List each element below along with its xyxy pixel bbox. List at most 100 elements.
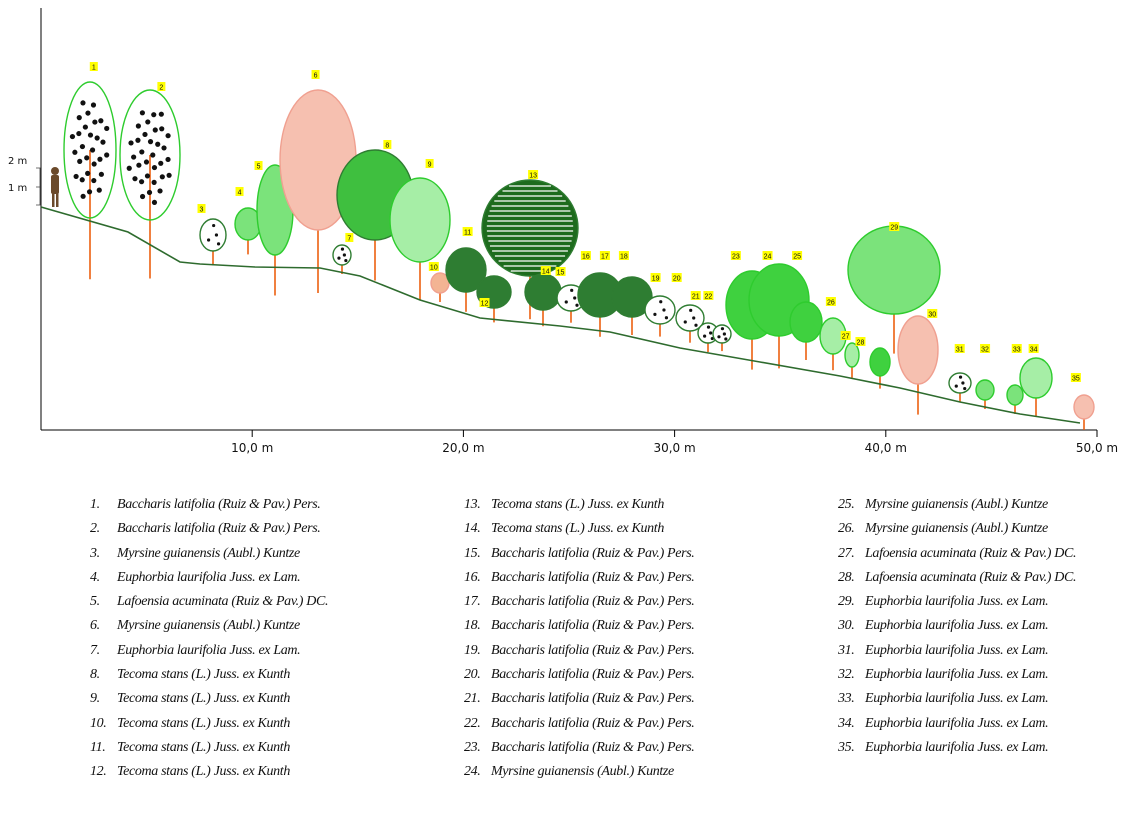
height-scale: 2 m 1 m <box>8 156 41 206</box>
legend-item-species: Tecoma stans (L.) Juss. ex Kunth <box>117 715 291 731</box>
plant-tag-number: 32 <box>981 347 989 354</box>
plant-tag-box <box>383 140 392 149</box>
legend-item-species: Baccharis latifolia (Ruiz & Pav.) Pers. <box>491 642 695 658</box>
plant-tag-number: 4 <box>238 190 242 197</box>
legend-item-species: Euphorbia laurifolia Juss. ex Lam. <box>865 642 1049 658</box>
plant-3-drawing <box>199 218 227 266</box>
legend-item-species: Baccharis latifolia (Ruiz & Pav.) Pers. <box>491 715 695 731</box>
legend-item-number: 31. <box>838 642 855 658</box>
legend-item-species: Euphorbia laurifolia Juss. ex Lam. <box>865 594 1049 610</box>
plant-tag-number: 13 <box>529 173 537 180</box>
legend-item: 11.Tecoma stans (L.) Juss. ex Kunth <box>90 736 328 760</box>
legend-item-number: 15. <box>464 545 481 561</box>
plant-tag-box <box>555 267 566 276</box>
plant-tag-box <box>428 262 439 271</box>
legend-item: 31. Euphorbia laurifolia Juss. ex Lam. <box>838 639 1076 663</box>
plant-tag-box <box>89 62 98 71</box>
legend-item-number: 28. <box>838 569 855 585</box>
plant-tag-box <box>954 344 965 353</box>
plant-tag-number: 23 <box>732 254 740 261</box>
legend-item: 26.Myrsine guianensis (Aubl.) Kuntze <box>838 517 1076 541</box>
plant-tag-number: 15 <box>557 270 565 277</box>
legend-item-number: 20. <box>464 667 481 683</box>
legend-item: 15.Baccharis latifolia (Ruiz & Pav.) Per… <box>464 542 695 566</box>
plant-tag-number: 29 <box>890 225 898 232</box>
plant-tag-number: 19 <box>652 276 660 283</box>
legend-item-species: Euphorbia laurifolia Juss. ex Lam. <box>865 667 1049 683</box>
plant-32-drawing <box>1006 384 1024 414</box>
legend-item: 21.Baccharis latifolia (Ruiz & Pav.) Per… <box>464 687 695 711</box>
legend-item-number: 7. <box>90 642 100 658</box>
plant-tag-number: 17 <box>601 254 609 261</box>
legend-item: 6.Myrsine guianensis (Aubl.) Kuntze <box>90 614 328 638</box>
plant-tag-box <box>311 70 320 79</box>
plant-tag-number: 30 <box>928 312 936 319</box>
legend-item-species: Baccharis latifolia (Ruiz & Pav.) Pers. <box>491 691 695 707</box>
plant-tag-number: 7 <box>347 236 351 243</box>
legend-item-species: Baccharis latifolia (Ruiz & Pav.) Pers. <box>491 594 695 610</box>
legend-item-number: 2. <box>90 521 100 537</box>
plant-tag-box <box>980 344 991 353</box>
legend-item-number: 19. <box>464 642 481 658</box>
plant-9-drawing <box>389 177 451 300</box>
legend-item-number: 6. <box>90 618 100 634</box>
plant-tag-number: 25 <box>793 254 801 261</box>
plant-20-drawing <box>697 322 719 352</box>
legend-item-species: Euphorbia laurifolia Juss. ex Lam. <box>865 691 1049 707</box>
legend-item-species: Tecoma stans (L.) Juss. ex Kunth <box>117 691 291 707</box>
legend-column-1: 1. Baccharis latifolia (Ruiz & Pav.) Pers… <box>90 493 329 785</box>
legend-item-species: Baccharis latifolia (Ruiz & Pav.) Pers. <box>117 521 321 537</box>
human-scale-figure <box>51 167 59 207</box>
legend-item: 1.Baccharis latifolia (Ruiz & Pav.) Pers… <box>90 493 328 517</box>
plant-tag-box <box>1028 344 1039 353</box>
legend-item-number: 34. <box>838 715 855 731</box>
legend-item-number: 22. <box>464 715 481 731</box>
legend-item-number: 9. <box>90 691 100 707</box>
legend-item-number: 23. <box>464 739 481 755</box>
legend-item: 34.Euphorbia laurifolia Juss. ex Lam. <box>838 712 1076 736</box>
plant-tag-box <box>703 291 714 300</box>
legend-item: 32.Euphorbia laurifolia Juss. ex Lam. <box>838 663 1076 687</box>
plant-tag-number: 22 <box>704 294 712 301</box>
plant-tag-number: 24 <box>764 254 772 261</box>
legend-item-number: 27. <box>838 545 855 561</box>
plant-31-drawing <box>975 379 995 409</box>
plant-tag-box <box>197 204 206 213</box>
legend-item-species: Baccharis latifolia (Ruiz & Pav.) Pers. <box>491 618 695 634</box>
plant-tag-box <box>650 273 661 282</box>
plant-tag-box <box>479 298 490 307</box>
ground-profile-line <box>40 206 1081 424</box>
plant-7-drawing <box>332 244 352 274</box>
plant-tag-number: 3 <box>200 207 204 214</box>
legend-item-species: Tecoma stans (L.) Juss. ex Kunth <box>491 497 665 512</box>
plant-tag-box <box>855 337 866 346</box>
legend-item-number: 4. <box>90 569 100 585</box>
plant-19-drawing <box>675 304 705 343</box>
x-tick-label: 40,0 m <box>865 441 907 455</box>
legend-item-species: Myrsine guianensis (Aubl.) Kuntze <box>117 545 300 561</box>
legend-item: 19. Baccharis latifolia (Ruiz & Pav.) Per… <box>464 639 695 663</box>
legend-item-species: Myrsine guianensis (Aubl.) Kuntze <box>491 764 674 780</box>
plant-tag-box <box>157 82 166 91</box>
legend-item: 2. Baccharis latifolia (Ruiz & Pav.) Pers… <box>90 517 328 541</box>
legend-item-species: Tecoma stans (L.) Juss. ex Kunth <box>117 764 291 780</box>
plant-tag-number: 33 <box>1013 347 1021 354</box>
plant-tag-number: 26 <box>827 300 835 307</box>
plant-tag-box <box>927 309 938 318</box>
plant-33-drawing <box>1019 357 1053 416</box>
plant-25-drawing <box>819 317 847 371</box>
plant-26-drawing <box>844 342 860 378</box>
legend-item: 10.Tecoma stans (L.) Juss. ex Kunth <box>90 712 328 736</box>
plant-tag-box <box>254 161 263 170</box>
x-tick-label: 50,0 m <box>1076 441 1118 455</box>
legend-item-number: 1. <box>90 497 100 512</box>
x-tick-label: 20,0 m <box>442 441 484 455</box>
plant-18-drawing <box>644 295 676 337</box>
legend-item-number: 8. <box>90 667 100 683</box>
plant-tag-number: 28 <box>857 340 865 347</box>
plant-tag-number: 34 <box>1030 347 1038 354</box>
plant-28-drawing <box>847 225 941 354</box>
